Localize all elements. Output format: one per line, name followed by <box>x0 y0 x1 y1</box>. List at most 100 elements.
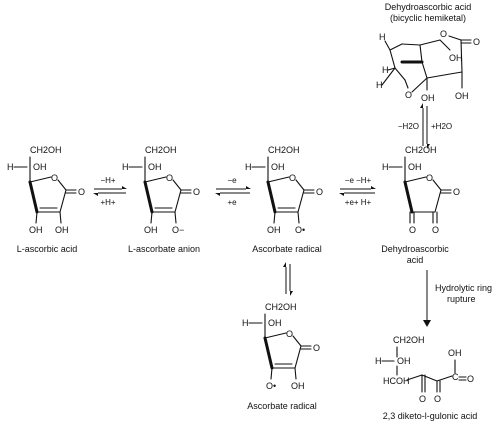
bond <box>263 336 274 370</box>
bond <box>432 179 442 191</box>
bond <box>449 71 463 75</box>
hydroxyl-label: OH <box>397 356 411 366</box>
bond <box>403 180 414 214</box>
molecule-name-line2: acid <box>407 255 424 265</box>
left-keto-oxygen-label: O <box>409 225 416 235</box>
arrowhead <box>427 144 430 149</box>
bond <box>150 211 153 224</box>
bond <box>294 345 302 369</box>
hydroxyl-label: OH <box>408 162 422 172</box>
bond <box>172 179 182 191</box>
left-hydroxyl-label: OH <box>144 225 158 235</box>
bond <box>174 189 182 213</box>
carboxyl-hydroxyl-label: OH <box>448 348 462 358</box>
molecule-title-line2: (bicyclic hemiketal) <box>390 13 466 23</box>
bond <box>411 77 428 93</box>
molecule-title-line1: Dehydroascorbic acid <box>385 2 472 12</box>
arrowhead <box>246 186 251 189</box>
bond <box>448 35 462 41</box>
arrow-top-label: −e <box>227 176 237 185</box>
carbonyl-oxygen-label: O <box>313 343 320 353</box>
bond <box>29 176 52 183</box>
bond <box>419 39 441 46</box>
bond <box>174 211 177 224</box>
arrowhead <box>371 186 376 189</box>
h-low-label: H <box>376 80 383 90</box>
bond <box>389 49 396 69</box>
radical-oxygen-label: O• <box>295 225 305 235</box>
bond <box>384 40 391 51</box>
hydroxyl-label: OH <box>268 318 282 328</box>
arrow-top-label: −e −H+ <box>345 176 372 185</box>
bond <box>421 374 438 382</box>
carbonyl-oxygen-label: O <box>473 37 480 47</box>
bond <box>426 73 451 79</box>
bond <box>404 176 427 183</box>
left-keto-oxygen-label: O <box>419 394 426 404</box>
chain-ch2oh-label: CH2OH <box>268 145 300 155</box>
bond <box>389 43 403 51</box>
right-keto-oxygen-label: O <box>434 394 441 404</box>
ring-oxygen-low-label: O <box>405 90 412 100</box>
h-label: H <box>245 162 252 172</box>
bond <box>59 189 67 213</box>
carboxyl-carbon-label: C <box>452 372 459 382</box>
arrowhead <box>423 320 431 327</box>
arrow-bottom-label: +e <box>227 198 237 207</box>
molecule-name: 2,3 diketo-l-gulonic acid <box>383 411 478 421</box>
arrowhead <box>290 291 293 296</box>
arrowhead <box>420 103 423 108</box>
bond <box>394 67 406 81</box>
right-keto-oxygen-label: O <box>432 225 439 235</box>
oh-right-label: OH <box>455 91 469 101</box>
bond <box>292 335 302 347</box>
equilibrium-arrow-hydration: −H2O +H2O <box>398 103 452 149</box>
molecule-bicyclic-hemiketal: Dehydroascorbic acid (bicyclic hemiketal… <box>376 2 480 103</box>
h-label: H <box>7 162 14 172</box>
chain-ch2oh-label: CH2OH <box>393 335 425 345</box>
oh-bottom-label: OH <box>421 93 435 103</box>
bond <box>436 375 453 382</box>
bond <box>406 374 423 381</box>
hydrolysis-label-line2: rupture <box>447 294 476 304</box>
bond <box>143 180 154 214</box>
bond <box>144 176 167 183</box>
left-hydroxyl-label: OH <box>29 225 43 235</box>
chain-ch2oh-label: CH2OH <box>145 145 177 155</box>
hydroxyl-label: OH <box>271 162 285 172</box>
arrow-right-label: +H2O <box>431 122 452 131</box>
carbonyl-oxygen-label: O <box>316 187 323 197</box>
carbonyl-oxygen-label: O <box>193 187 200 197</box>
molecule-ascorbate-radical-bottom: CH2OH H OH O O O• OH Ascorbate radical <box>242 302 320 411</box>
molecule-name-line1: Dehydroascorbic <box>381 244 449 254</box>
bond <box>419 44 423 63</box>
bond <box>387 67 396 71</box>
arrowhead <box>215 193 220 196</box>
bond <box>264 332 287 339</box>
h-label: H <box>122 162 129 172</box>
arrowhead <box>283 262 286 267</box>
arrowhead <box>93 193 98 196</box>
bond <box>401 43 421 46</box>
bond <box>439 39 451 51</box>
carboxyl-oxygen-label: O <box>467 374 474 384</box>
molecule-diketogulonic-acid: CH2OH H OH HCOH O O C O OH 2,3 diketo-l-… <box>375 335 477 421</box>
h-label: H <box>375 356 382 366</box>
carbonyl-oxygen-label: O <box>78 187 85 197</box>
h-mid-label: H <box>382 65 389 75</box>
hcoh-label: HCOH <box>383 376 410 386</box>
reaction-arrow-hydrolysis: Hydrolytic ring rupture <box>423 270 492 327</box>
chain-ch2oh-label: CH2OH <box>405 145 437 155</box>
hydrolysis-label-line1: Hydrolytic ring <box>435 283 492 293</box>
equilibrium-arrow-electron-proton: −e −H+ +e+ H+ <box>339 176 376 207</box>
bond <box>270 367 273 380</box>
oxide-anion-label: O− <box>172 225 184 235</box>
bond <box>28 180 39 214</box>
bond <box>297 211 300 224</box>
molecule-name: Ascorbate radical <box>247 401 317 411</box>
chain-ch2oh-label: CH2OH <box>30 145 62 155</box>
hydroxyl-label: OH <box>33 162 47 172</box>
hydroxyl-label: OH <box>148 162 162 172</box>
carbonyl-oxygen-label: O <box>453 187 460 197</box>
bond <box>267 176 290 183</box>
